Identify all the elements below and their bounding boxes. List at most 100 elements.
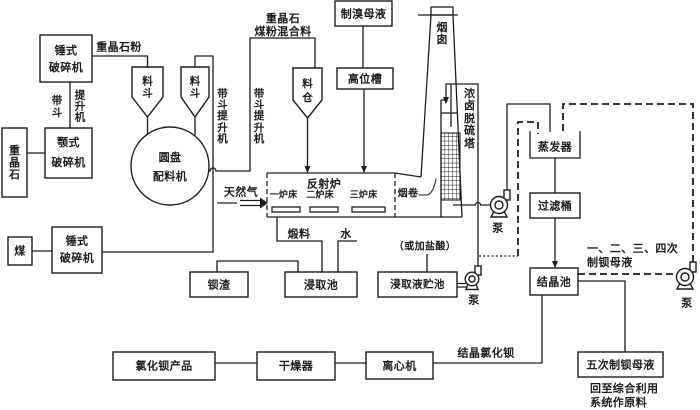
desulfurization-tower-label: 浓卤脱硫塔 (463, 86, 475, 150)
barium-residue-box (189, 271, 249, 298)
barite-hopper-label: 料斗 (142, 75, 153, 99)
pump-tower-outlet (489, 189, 511, 218)
fifth-mother-liquor-label: 五次制钡母液 (586, 358, 655, 371)
dryer-box (256, 351, 336, 381)
natural-gas-label: 天然气 (223, 185, 259, 199)
barite-hammer-crusher-box (39, 34, 93, 83)
hearth-3-label: 三炉床 (349, 190, 378, 201)
line-crystallizer-to-fifth-mother-liquor (578, 280, 626, 352)
pump-impeller (680, 272, 690, 282)
bucket-elevator-2-label: 带斗提升机 (217, 87, 228, 145)
mixed-feed-label: 重晶石 煤粉混合料 (255, 12, 312, 38)
pump-outlet (503, 189, 511, 201)
disc-feeder (130, 126, 210, 206)
fifth-liquor-note-line-2: 系统作原料 (590, 396, 647, 409)
jaw-crusher-label-line-2: 破碎机 (51, 156, 86, 169)
line-crystallizer-to-centrifuge (433, 295, 543, 364)
hearth-3 (351, 206, 386, 213)
product-label: 氯化钡产品 (135, 359, 193, 373)
coal-hopper-label: 料斗 (189, 75, 201, 99)
fifth-mother-liquor-box (577, 351, 664, 378)
leaching-tank-box (284, 271, 358, 298)
bucket-elevator-3-label: 带斗提升机 (253, 87, 265, 145)
recycled-mother-liquor-label: 一、二、三、四次 制钡母液 (587, 242, 678, 270)
coal-hopper (180, 66, 210, 119)
barite-source-box (1, 127, 28, 198)
line-coal-crusher-elevator-to-coal-hopper (102, 55, 214, 253)
crystalline-product-label: 结晶氯化钡 (457, 346, 515, 360)
product-box (112, 351, 216, 381)
head-tank-box (336, 67, 394, 90)
line-leachate-storage-to-pump (457, 282, 467, 288)
pump-impeller (494, 200, 504, 210)
line-leachate-pump-to-tower-top (443, 83, 479, 267)
furnace-label: 反射炉 (306, 177, 342, 191)
barite-hopper (131, 66, 164, 119)
silo (292, 67, 323, 120)
jaw-crusher-box (44, 127, 93, 179)
silo-label: 料仓 (302, 77, 313, 104)
acid-option-label: （或加盐酸） (393, 241, 457, 253)
coal-hammer-crusher-box (51, 226, 103, 274)
barite-hammer-crusher-label: 锤式 破碎机 (49, 42, 83, 76)
chimney-left-wall (420, 14, 432, 178)
hearth-1-label: 一炉床 (269, 190, 298, 201)
flue-label-leader (418, 178, 437, 196)
leachate-storage-label: 浸取液贮池 (390, 278, 445, 290)
reverberatory-furnace (266, 172, 462, 218)
barite-hammer-crusher-label-line-1: 锤式 (54, 43, 78, 57)
coal-source-label: 煤 (14, 244, 26, 258)
pump-leachate-label: 泵 (468, 293, 480, 307)
barite-hammer-crusher-label-line-2: 破碎机 (48, 60, 84, 74)
bucket-elevator-1-label-right: 提升机 (74, 89, 86, 123)
line-tower-bottom-to-pump (453, 201, 491, 206)
evaporator-label: 蒸发器 (537, 140, 573, 153)
hearth-1 (271, 206, 301, 213)
barite-source-label: 重晶石 (8, 143, 20, 181)
filter-tank-box (529, 192, 581, 219)
natural-gas-double-line (240, 199, 262, 207)
line-pump-to-evaporator (506, 103, 551, 190)
fifth-liquor-destination-note: 回至综合利用 系统作原料 (590, 382, 658, 410)
pump-mother-liquor-label: 泵 (681, 296, 693, 310)
recycled-mother-liquor-label-line-1: 一、二、三、四次 (587, 241, 679, 255)
disc-feeder-label-line-2: 配料机 (152, 169, 188, 183)
hearth-2 (309, 206, 339, 213)
line-disc-feeder-elevator-to-silo (208, 37, 316, 172)
pump-tower-outlet-label: 泵 (492, 221, 504, 235)
coal-source-box (7, 236, 33, 266)
chimney-label: 烟囱 (436, 21, 448, 46)
pump-impeller (468, 275, 476, 283)
water-label: 水 (340, 227, 352, 241)
pump-mother-liquor (675, 261, 697, 290)
pump-outlet (689, 261, 697, 273)
tower-spray-section (441, 99, 457, 114)
jaw-crusher-label: 颚式 破碎机 (51, 133, 85, 173)
pump-leachate (464, 265, 482, 291)
desulfurization-tower (440, 84, 461, 217)
crystallization-tank-box (529, 267, 579, 296)
mixed-feed-label-line-1: 重晶石 (265, 11, 301, 25)
natural-gas-arrowhead (260, 197, 268, 209)
line-furnace-calcine-to-leaching-tank (276, 217, 323, 272)
coal-hammer-crusher-label-line-2: 破碎机 (59, 251, 95, 264)
disc-feeder-label-line-1: 圆盘 (158, 150, 182, 164)
head-tank-label: 高位槽 (347, 72, 383, 85)
fifth-liquor-note-line-1: 回至综合利用 (590, 382, 659, 395)
line-leaching-tank-to-residue (216, 260, 299, 272)
barite-powder-label: 重晶石粉 (96, 40, 142, 54)
coal-hammer-crusher-label: 锤式 破碎机 (60, 234, 94, 267)
flue-top-wall (394, 172, 422, 178)
line-mother-liquor-pump-to-evaporator (562, 103, 694, 262)
centrifuge-label: 离心机 (382, 359, 417, 372)
mixed-feed-label-line-2: 煤粉混合料 (254, 24, 312, 38)
leachate-storage-box (377, 271, 458, 298)
coal-hammer-crusher-label-line-1: 锤式 (65, 234, 89, 248)
disc-feeder-label: 圆盘 配料机 (153, 148, 187, 186)
flue-label: 烟卷 (397, 188, 419, 199)
bromine-mother-liquor-box (334, 0, 393, 27)
line-water-to-leaching-tank (337, 240, 357, 272)
bucket-elevator-1-label-left: 带斗 (51, 94, 63, 119)
jaw-crusher-label-line-1: 颚式 (57, 136, 80, 149)
